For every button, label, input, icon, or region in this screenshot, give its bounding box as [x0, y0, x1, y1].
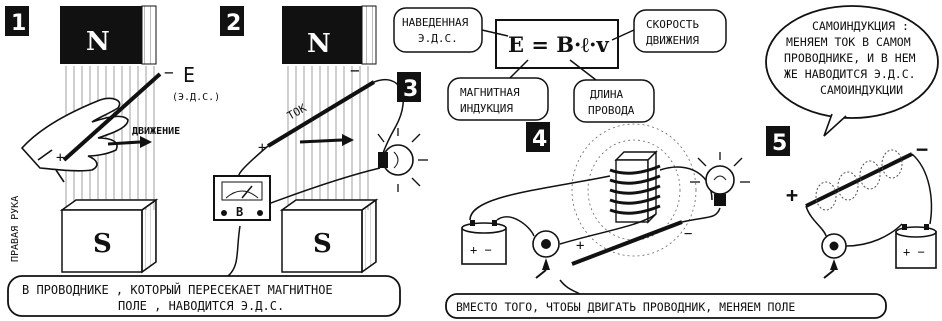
- conductor: [572, 222, 682, 264]
- svg-text:СКОРОСТЬ: СКОРОСТЬ: [646, 18, 699, 31]
- svg-text:ДВИЖЕНИЯ: ДВИЖЕНИЯ: [646, 34, 699, 47]
- svg-text:ПРОВОДА: ПРОВОДА: [588, 104, 635, 117]
- caption-left-line2: ПОЛЕ , НАВОДИТСЯ Э.Д.С.: [118, 299, 284, 313]
- current-label: ТОК: [285, 101, 309, 122]
- plus-sign: +: [56, 150, 64, 166]
- formula-equation: E = B·ℓ·v: [508, 32, 609, 57]
- south-magnet: S: [62, 200, 156, 272]
- speed-note: СКОРОСТЬ ДВИЖЕНИЯ: [612, 10, 726, 52]
- north-pole-label: N: [307, 29, 331, 59]
- south-magnet: S: [282, 200, 376, 272]
- conductor: [268, 82, 374, 146]
- panel-1: 1 N S + − E (Э.Д.: [5, 6, 220, 272]
- motion-label: ДВИЖЕНИЕ: [132, 126, 180, 137]
- caption-right: ВМЕСТО ТОГО, ЧТОБЫ ДВИГАТЬ ПРОВОДНИК, МЕ…: [446, 280, 886, 318]
- north-pole-label: N: [86, 27, 110, 57]
- wire: [470, 167, 720, 244]
- minus-sign: −: [916, 137, 928, 161]
- voltmeter: В: [214, 176, 270, 220]
- wire: [268, 168, 380, 204]
- north-magnet: N: [282, 6, 376, 64]
- svg-text:ИНДУКЦИЯ: ИНДУКЦИЯ: [460, 102, 513, 115]
- emf-note: НАВЕДЕННАЯ Э.Д.С.: [394, 8, 508, 52]
- plus-sign: +: [786, 183, 798, 207]
- self-induction-line1: САМОИНДУКЦИЯ :: [812, 19, 909, 33]
- panel-5: 5 САМОИНДУКЦИЯ : МЕНЯЕМ ТОК В САМОМ ПРОВ…: [766, 6, 938, 278]
- self-induction-line2: МЕНЯЕМ ТОК В САМОМ: [786, 35, 911, 49]
- battery-icon: + −: [462, 220, 506, 264]
- self-induction-line3: ПРОВОДНИКЕ, И В НЕМ: [784, 51, 916, 65]
- self-induction-line4: ЖЕ НАВОДИТСЯ Э.Д.С.: [784, 67, 916, 81]
- light-bulb-icon: [690, 152, 750, 206]
- self-induction-line5: САМОИНДУКЦИИ: [820, 83, 903, 97]
- self-induction-bubble: САМОИНДУКЦИЯ : МЕНЯЕМ ТОК В САМОМ ПРОВОД…: [766, 6, 938, 136]
- panel-number: 4: [532, 127, 547, 152]
- caption-right-text: ВМЕСТО ТОГО, ЧТОБЫ ДВИГАТЬ ПРОВОДНИК, МЕ…: [456, 300, 795, 314]
- right-hand-label: ПРАВАЯ РУКА: [10, 196, 21, 262]
- battery-icon: + −: [896, 224, 936, 268]
- minus-sign: −: [684, 226, 692, 242]
- emf-abbreviation: (Э.Д.С.): [172, 92, 220, 103]
- length-note: ДЛИНА ПРОВОДА: [570, 60, 654, 122]
- conductor: [806, 154, 912, 206]
- panel-4: 4 + −: [462, 122, 750, 278]
- panel-number: 1: [11, 11, 26, 36]
- panel-number: 5: [772, 131, 787, 156]
- north-magnet: N: [60, 6, 156, 64]
- rheostat-knob-icon: [822, 234, 846, 278]
- electromagnet: [610, 152, 660, 222]
- svg-text:ДЛИНА: ДЛИНА: [590, 88, 623, 101]
- current-arrow: [300, 134, 354, 146]
- right-hand: [22, 98, 128, 182]
- emf-symbol: E: [183, 63, 195, 87]
- south-pole-label: S: [93, 229, 112, 259]
- caption-left-line1: В ПРОВОДНИКЕ , КОТОРЫЙ ПЕРЕСЕКАЕТ МАГНИТ…: [22, 282, 333, 297]
- plus-sign: +: [576, 238, 584, 254]
- light-bulb-icon: [378, 128, 428, 192]
- svg-text:НАВЕДЕННАЯ: НАВЕДЕННАЯ: [402, 16, 469, 29]
- panel-number: 2: [226, 11, 241, 36]
- battery-polarity: + −: [903, 245, 925, 259]
- formula-block: E = B·ℓ·v НАВЕДЕННАЯ Э.Д.С. СКОРОСТЬ ДВИ…: [394, 8, 726, 122]
- svg-text:МАГНИТНАЯ: МАГНИТНАЯ: [460, 86, 520, 99]
- field-lines: [288, 66, 368, 210]
- battery-polarity: + −: [470, 243, 492, 257]
- panel-number: 3: [403, 77, 418, 102]
- minus-sign: −: [350, 61, 360, 80]
- rheostat-knob-icon: [533, 231, 559, 278]
- svg-text:Э.Д.С.: Э.Д.С.: [418, 32, 458, 45]
- voltmeter-letter: В: [236, 205, 243, 219]
- south-pole-label: S: [313, 229, 332, 259]
- minus-sign: −: [164, 63, 174, 82]
